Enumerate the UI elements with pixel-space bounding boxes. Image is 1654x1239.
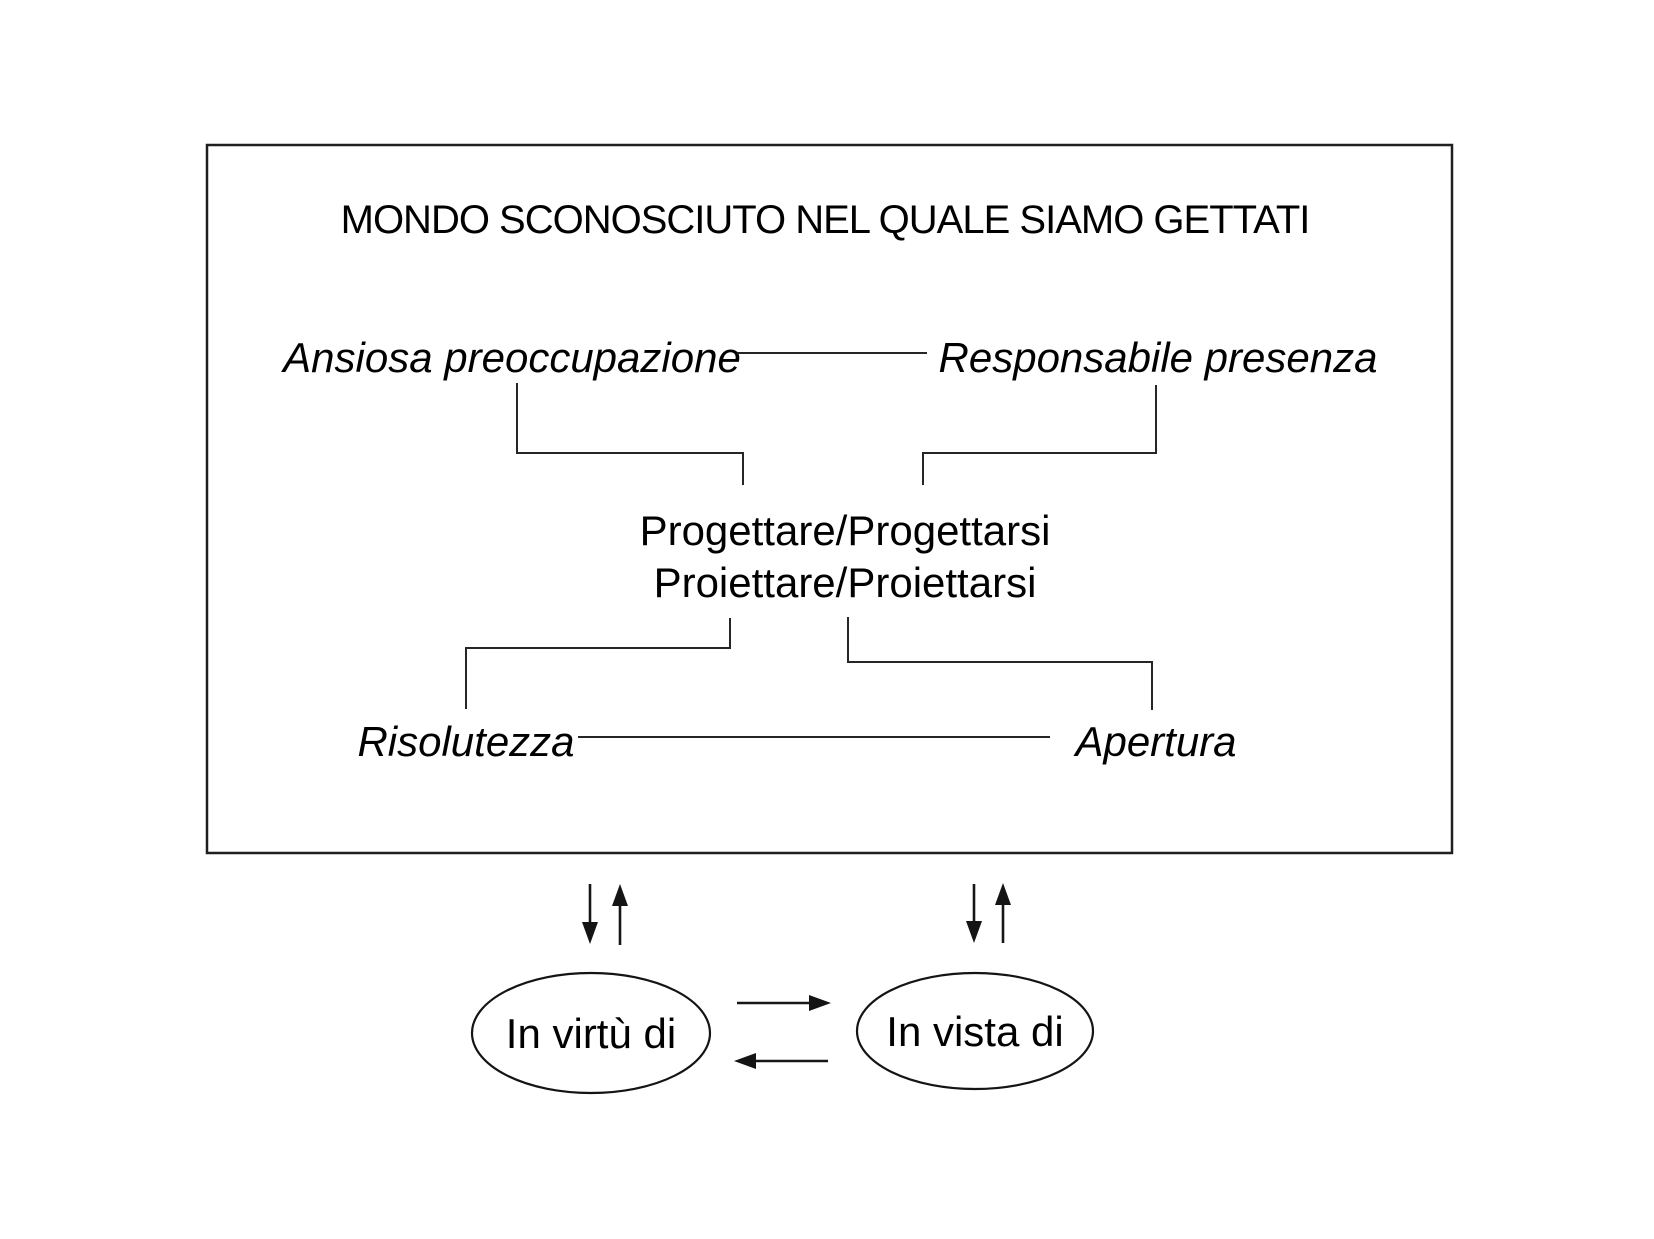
label-risolutezza: Risolutezza: [357, 718, 574, 765]
left-arrow-icon: [734, 1053, 828, 1069]
label-in-virtu-di: In virtù di: [506, 1010, 676, 1057]
label-proiettare-proiettarsi: Proiettare/Proiettarsi: [654, 559, 1037, 606]
oval-in-vista-di: [855, 971, 1095, 1091]
left-arrow-head: [734, 1053, 756, 1069]
right-arrow-icon: [737, 995, 831, 1011]
label-responsabile-presenza: Responsabile presenza: [939, 334, 1378, 381]
down-arrow-head: [966, 921, 982, 943]
label-ansiosa-preoccupazione: Ansiosa preoccupazione: [280, 334, 741, 381]
label-in-vista-di: In vista di: [886, 1008, 1063, 1055]
up-arrow-icon: [612, 884, 628, 945]
connector-center-to-risolutezza: [465, 618, 731, 709]
diagram-title: MONDO SCONOSCIUTO NEL QUALE SIAMO GETTAT…: [341, 198, 1310, 242]
up-arrow-icon: [995, 883, 1011, 943]
down-arrow-icon: [582, 884, 598, 944]
oval-in-virtu-di: [470, 971, 712, 1095]
world-box: [205, 143, 1454, 855]
label-apertura: Apertura: [1072, 718, 1236, 765]
connector-responsabile-to-center: [922, 385, 1157, 485]
down-arrow-head: [582, 922, 598, 944]
down-arrow-icon: [966, 884, 982, 943]
connector-center-to-apertura: [847, 617, 1153, 710]
label-progettare-progettarsi: Progettare/Progettarsi: [640, 507, 1051, 554]
up-arrow-head: [612, 884, 628, 906]
up-arrow-head: [995, 883, 1011, 905]
right-arrow-head: [809, 995, 831, 1011]
connector-ansiosa-to-center: [516, 383, 744, 485]
